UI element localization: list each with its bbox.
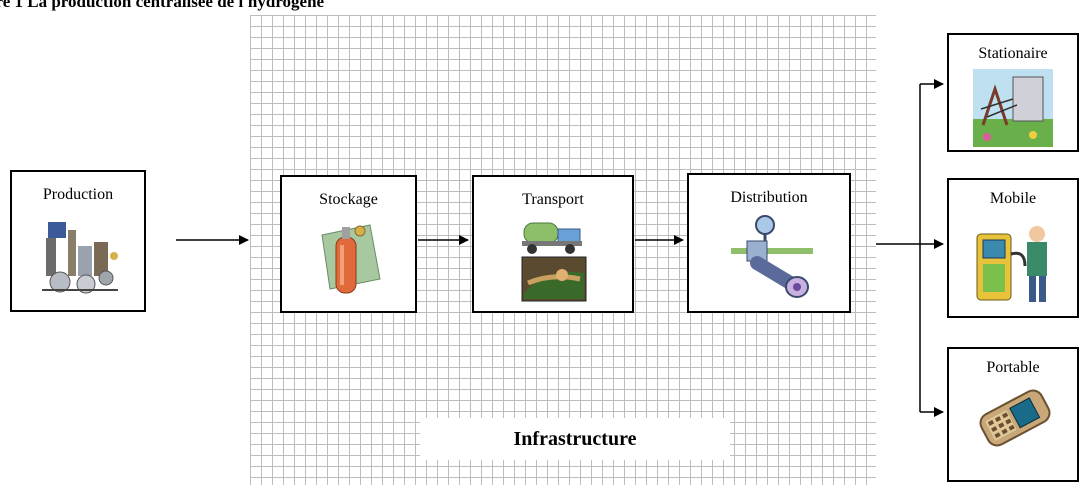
mobile-box: Mobile <box>947 178 1079 318</box>
mobile-label: Mobile <box>989 190 1037 207</box>
production-box: Production <box>10 170 146 312</box>
power-station-icon <box>973 69 1053 147</box>
stationaire-box: Stationaire <box>947 33 1079 152</box>
fuel-pump-icon <box>976 226 1047 302</box>
stockage-box: Stockage <box>280 175 417 313</box>
transport-box: Transport <box>472 175 634 313</box>
production-label: Production <box>42 186 114 203</box>
distribution-box: Distribution <box>687 173 851 313</box>
distribution-label: Distribution <box>730 189 808 206</box>
industrial-plant-icon <box>42 222 118 294</box>
portable-box: Portable <box>947 347 1079 482</box>
infrastructure-label: Infrastructure <box>420 418 730 460</box>
mobile-phone-icon <box>979 389 1051 447</box>
gas-cylinder-icon <box>321 224 381 294</box>
transport-label: Transport <box>522 191 584 208</box>
tanker-truck-icon <box>521 222 587 302</box>
stockage-label: Stockage <box>319 191 378 208</box>
figure-title: ure 1 La production centralisée de l'hyd… <box>0 0 325 11</box>
stationaire-label: Stationaire <box>978 45 1048 62</box>
portable-label: Portable <box>986 359 1040 376</box>
infrastructure-grid <box>250 15 876 485</box>
pipeline-valve-icon <box>731 215 813 298</box>
